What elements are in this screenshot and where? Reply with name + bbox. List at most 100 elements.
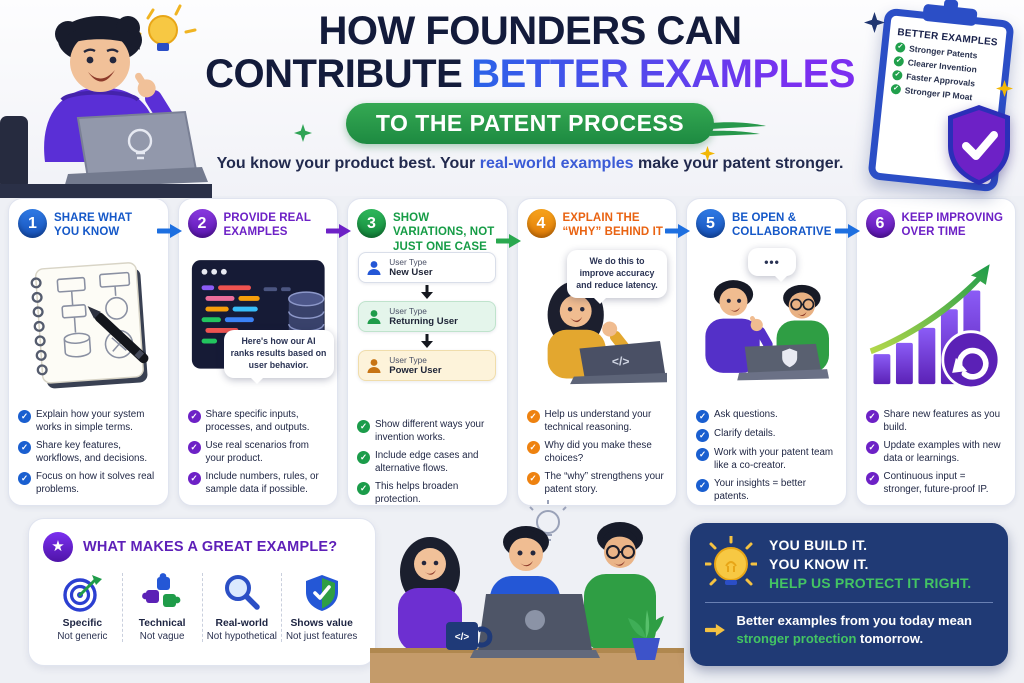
bullet-text: Clarify details. (714, 428, 776, 439)
user-icon (367, 358, 381, 373)
clipboard-clip (922, 3, 978, 27)
user-type-label: User Type (389, 355, 427, 365)
bullet-text: Your insights = better patents. (714, 477, 806, 502)
check-icon: ✓ (865, 410, 879, 423)
bullet-item: ✓Help us understand your technical reaso… (526, 409, 668, 435)
step-number-badge: 5 (696, 209, 725, 238)
user-type-label: User Type (389, 306, 427, 316)
check-icon: ✓ (891, 69, 903, 81)
sparkle-icon (864, 12, 885, 33)
step-header: 6 KEEP IMPROVING OVER TIME (865, 209, 1007, 247)
brush-swash (710, 122, 767, 136)
bullet-item: ✓ Include numbers, rules, or sample data … (187, 470, 329, 497)
check-icon: ✓ (357, 450, 370, 464)
step-number-badge: 2 (187, 209, 217, 238)
great-example-item: Real-world Not hypothetical (201, 573, 282, 642)
step-bullets: ✓Share new features as you build. ✓ Updat… (865, 409, 1007, 497)
step-header: 2 PROVIDE REAL EXAMPLES (187, 209, 329, 247)
shield-check-icon (948, 105, 1010, 185)
clipboard-item-label: Stronger IP Moat (904, 85, 973, 103)
lightbulb-icon (130, 4, 197, 51)
bullet-item: ✓ Focus on how it solves real problems. (18, 471, 159, 497)
speech-bubble: Here's how our AI ranks results based on… (223, 330, 334, 384)
step-number-badge: 6 (865, 209, 895, 238)
arrow-right-icon (326, 224, 351, 238)
arrow-right-icon (665, 224, 690, 238)
step-header: 5 BE OPEN & COLLABORATIVE (696, 209, 837, 247)
cta-line1: YOU BUILD IT. (769, 537, 868, 553)
bullet-text: Help us understand your technical reason… (544, 409, 652, 433)
user-type-value: New User (389, 267, 433, 278)
bullet-text: Focus on how it solves real problems. (36, 470, 155, 495)
magnifier-icon (206, 573, 279, 613)
bullet-text: Continuous input = stronger, future-proo… (883, 470, 989, 495)
bullet-text: Share specific inputs, processes, and ou… (205, 409, 310, 433)
explaining-woman-illustration: </> We do this to improve accuracy and r… (527, 250, 667, 402)
step-title: SHOW VARIATIONS, NOT JUST ONE CASE (393, 212, 495, 253)
item-line1: Shows value (290, 618, 353, 629)
speech-bubble: ••• (748, 248, 796, 283)
item-line1: Technical (138, 618, 186, 629)
step-title: BE OPEN & COLLABORATIVE (732, 212, 832, 239)
user-type-value: Power User (389, 365, 442, 376)
check-icon: ✓ (18, 410, 31, 423)
bullet-text: Show different ways your invention works… (375, 419, 485, 443)
bullet-text: Why did you make these choices? (544, 439, 652, 464)
step-header: 4 EXPLAIN THE “WHY” BEHIND IT (526, 209, 668, 247)
step-card-4: 4 EXPLAIN THE “WHY” BEHIND IT </> (516, 198, 690, 506)
check-icon: ✓ (526, 471, 540, 485)
bullet-text: Include numbers, rules, or sample data i… (205, 470, 319, 495)
step-title: KEEP IMPROVING OVER TIME (901, 212, 1004, 239)
bullet-text: Work with your patent team like a co-cre… (714, 447, 834, 471)
bullet-item: ✓Share new features as you build. (865, 409, 1007, 435)
sparkle-icon (700, 146, 715, 161)
arrow-down-icon (357, 332, 498, 350)
bullet-item: ✓Ask questions. (696, 409, 837, 423)
lightbulb-icon (705, 536, 757, 589)
step-bullets: ✓Ask questions. ✓Clarify details. ✓Work … (696, 409, 837, 504)
user-type-card-power: User Type Power User (358, 350, 497, 381)
step-number-badge: 4 (526, 209, 556, 238)
check-icon: ✓ (865, 440, 879, 454)
sparkle-icon (996, 80, 1013, 97)
star-icon: ★ (43, 532, 73, 562)
check-icon: ✓ (18, 471, 31, 485)
cta-message-post: tomorrow. (856, 630, 924, 646)
check-icon: ✓ (187, 410, 201, 423)
sparkle-icon (294, 124, 312, 142)
user-type-card-new: User Type New User (358, 252, 497, 283)
step-bullets: ✓ Show different ways your invention work… (357, 419, 498, 507)
bullet-item: ✓The “why” strengthens your patent story… (526, 471, 668, 497)
title-line2-highlight: BETTER EXAMPLES (471, 52, 855, 96)
cta-card: YOU BUILD IT. YOU KNOW IT. HELP US PROTE… (690, 523, 1008, 666)
bullet-text: Ask questions. (714, 409, 778, 420)
bullet-item: ✓Include edge cases and alternative flow… (357, 450, 498, 476)
great-example-title: WHAT MAKES A GREAT EXAMPLE? (83, 539, 338, 555)
step-bullets: ✓ Help us understand your technical reaso… (526, 409, 668, 497)
plant-icon (628, 610, 664, 660)
check-icon: ✓ (187, 471, 201, 485)
user-icon (367, 309, 381, 324)
cta-message-highlight: stronger protection (736, 630, 857, 646)
arrow-right-icon (156, 224, 182, 238)
great-example-card: ★ WHAT MAKES A GREAT EXAMPLE? Specific N… (28, 518, 376, 666)
check-icon: ✓ (187, 440, 201, 454)
arrow-right-icon (834, 224, 860, 238)
step-card-6: 6 KEEP IMPROVING OVER TIME (855, 198, 1016, 506)
great-example-items: Specific Not generic Technical Not vague (43, 573, 361, 642)
subtitle-post: make your patent stronger. (633, 155, 844, 172)
item-line2: Not generic (57, 631, 108, 642)
item-line2: Not vague (139, 631, 185, 642)
item-line1: Specific (62, 618, 103, 629)
bullet-item: ✓ Share specific inputs, processes, and o… (187, 409, 329, 435)
great-example-item: Shows value Not just features (281, 573, 361, 642)
bullet-text: Share key features, workflows, and decis… (36, 439, 148, 464)
bullet-item: ✓ Update examples with new data or learni… (865, 439, 1007, 466)
step-title: EXPLAIN THE “WHY” BEHIND IT (562, 212, 664, 239)
check-icon: ✓ (696, 429, 709, 442)
step-number-badge: 1 (18, 209, 47, 238)
bullet-text: Update examples with new data or learnin… (883, 439, 1001, 464)
step-card-2: 2 PROVIDE REAL EXAMPLES (177, 198, 351, 506)
